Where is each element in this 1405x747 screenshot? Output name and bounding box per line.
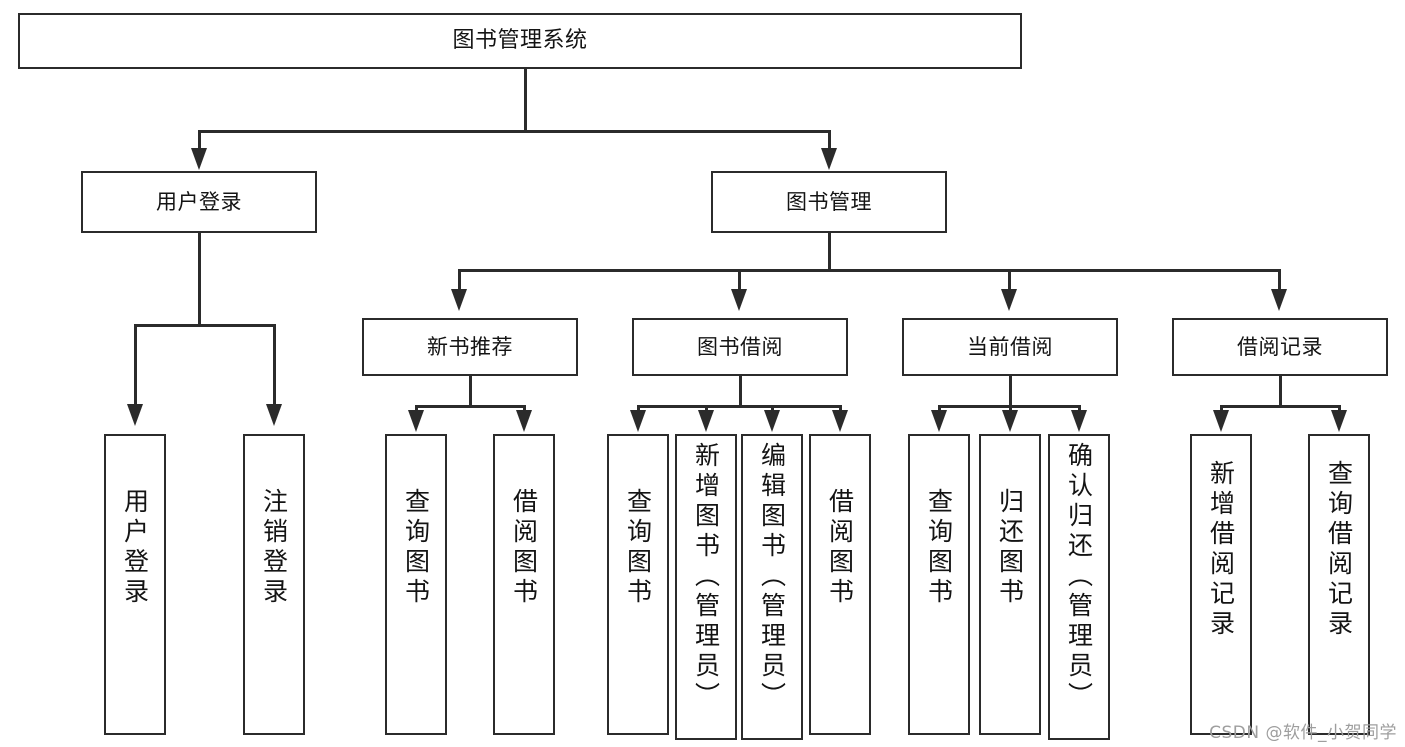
arrow-query-record [1331, 410, 1347, 432]
node-book-manage[interactable]: 图书管理 [711, 171, 947, 233]
connector-drop-borrow-record [1278, 269, 1281, 293]
leaf-add-book[interactable]: 新增图书（管理员） [675, 434, 737, 740]
arrow-return-book [1002, 410, 1018, 432]
leaf-add-borrow-record[interactable]: 新增借阅记录 [1190, 434, 1252, 735]
arrow-borrow-book-2 [832, 410, 848, 432]
connector-user-login-bus [134, 324, 275, 327]
connector-book-manage-stem [828, 233, 831, 271]
leaf-user-login[interactable]: 用户登录 [104, 434, 166, 735]
arrow-add-record [1213, 410, 1229, 432]
connector-drop-new-book-rec [458, 269, 461, 293]
node-root-label: 图书管理系统 [452, 28, 588, 54]
connector-borrow-record-stem [1279, 376, 1282, 407]
node-borrow-record-label: 借阅记录 [1237, 334, 1323, 359]
connector-drop-return-book [1009, 405, 1012, 413]
connector-new-book-rec-stem [469, 376, 472, 407]
arrow-borrow-book-1 [516, 410, 532, 432]
arrow-book-borrow [731, 289, 747, 311]
connector-new-book-rec-bus [415, 405, 525, 408]
node-book-manage-label: 图书管理 [786, 189, 872, 214]
connector-book-borrow-bus [637, 405, 841, 408]
node-new-book-recommend-label: 新书推荐 [427, 334, 513, 359]
leaf-confirm-return[interactable]: 确认归还（管理员） [1048, 434, 1110, 740]
arrow-current-borrow [1001, 289, 1017, 311]
arrow-confirm-return [1071, 410, 1087, 432]
connector-root-stem [524, 69, 527, 131]
arrow-edit-book [764, 410, 780, 432]
arrow-borrow-record [1271, 289, 1287, 311]
connector-drop-confirm-return [1078, 405, 1081, 413]
leaf-edit-book-label: 编辑图书（管理员） [757, 442, 787, 712]
node-new-book-recommend[interactable]: 新书推荐 [362, 318, 578, 376]
leaf-borrow-book-1-label: 借阅图书 [509, 488, 539, 608]
leaf-add-borrow-record-label: 新增借阅记录 [1206, 460, 1236, 640]
connector-drop-query-book-3 [938, 405, 941, 413]
connector-drop-query-book-1 [415, 405, 418, 413]
node-book-borrow[interactable]: 图书借阅 [632, 318, 848, 376]
connector-level3-bus [458, 269, 1280, 272]
connector-level2-bus [198, 130, 830, 133]
leaf-borrow-book-2-label: 借阅图书 [825, 488, 855, 608]
connector-drop-leaf-logout [273, 324, 276, 408]
leaf-add-book-label: 新增图书（管理员） [691, 442, 721, 712]
connector-drop-user-login [198, 130, 201, 152]
arrow-new-book-rec [451, 289, 467, 311]
arrow-user-login [191, 148, 207, 170]
node-root-system[interactable]: 图书管理系统 [18, 13, 1022, 69]
connector-drop-current-borrow [1008, 269, 1011, 293]
connector-drop-book-manage [828, 130, 831, 152]
arrow-add-book [698, 410, 714, 432]
connector-drop-query-record [1338, 405, 1341, 413]
leaf-user-login-label: 用户登录 [120, 488, 150, 608]
connector-drop-book-borrow [738, 269, 741, 293]
leaf-edit-book[interactable]: 编辑图书（管理员） [741, 434, 803, 740]
leaf-return-book[interactable]: 归还图书 [979, 434, 1041, 735]
leaf-borrow-book-2[interactable]: 借阅图书 [809, 434, 871, 735]
connector-drop-add-book [705, 405, 708, 413]
leaf-logout-login-label: 注销登录 [259, 488, 289, 608]
leaf-borrow-book-1[interactable]: 借阅图书 [493, 434, 555, 735]
node-current-borrow-label: 当前借阅 [967, 334, 1053, 359]
leaf-confirm-return-label: 确认归还（管理员） [1064, 442, 1094, 712]
leaf-return-book-label: 归还图书 [995, 488, 1025, 608]
arrow-leaf-logout [266, 404, 282, 426]
leaf-query-book-2[interactable]: 查询图书 [607, 434, 669, 735]
connector-drop-add-record [1220, 405, 1223, 413]
connector-drop-query-book-2 [637, 405, 640, 413]
node-book-borrow-label: 图书借阅 [697, 334, 783, 359]
node-current-borrow[interactable]: 当前借阅 [902, 318, 1118, 376]
leaf-logout-login[interactable]: 注销登录 [243, 434, 305, 735]
arrow-leaf-user-login [127, 404, 143, 426]
connector-borrow-record-bus [1220, 405, 1340, 408]
connector-current-borrow-stem [1009, 376, 1012, 407]
node-borrow-record[interactable]: 借阅记录 [1172, 318, 1388, 376]
connector-drop-borrow-book-2 [839, 405, 842, 413]
connector-drop-borrow-book-1 [523, 405, 526, 413]
leaf-query-book-3[interactable]: 查询图书 [908, 434, 970, 735]
arrow-query-book-2 [630, 410, 646, 432]
connector-drop-leaf-user-login [134, 324, 137, 408]
node-user-login[interactable]: 用户登录 [81, 171, 317, 233]
leaf-query-book-1-label: 查询图书 [401, 488, 431, 608]
leaf-query-borrow-record-label: 查询借阅记录 [1324, 460, 1354, 640]
connector-drop-edit-book [771, 405, 774, 413]
node-user-login-label: 用户登录 [156, 189, 242, 214]
leaf-query-borrow-record[interactable]: 查询借阅记录 [1308, 434, 1370, 735]
leaf-query-book-1[interactable]: 查询图书 [385, 434, 447, 735]
arrow-book-manage [821, 148, 837, 170]
connector-book-borrow-stem [739, 376, 742, 407]
arrow-query-book-3 [931, 410, 947, 432]
arrow-query-book-1 [408, 410, 424, 432]
leaf-query-book-3-label: 查询图书 [924, 488, 954, 608]
leaf-query-book-2-label: 查询图书 [623, 488, 653, 608]
connector-user-login-stem [198, 233, 201, 326]
